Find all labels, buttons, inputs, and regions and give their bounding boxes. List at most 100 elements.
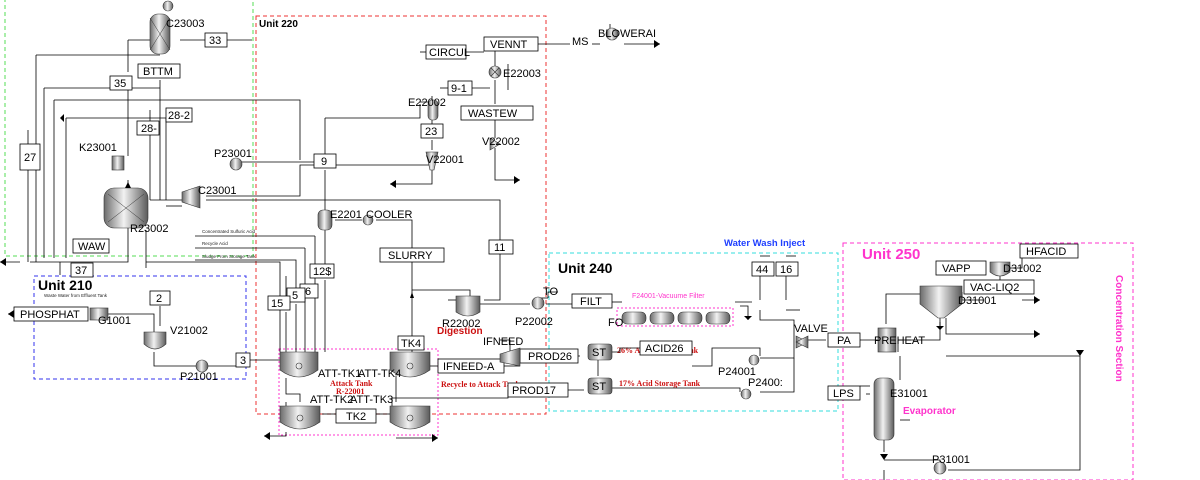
- tk2-stream[interactable]: TK2: [335, 408, 377, 424]
- r22002-label: R22002: [442, 318, 481, 330]
- unit-230-boundary: [4, 0, 254, 257]
- prod17-stream[interactable]: PROD17: [507, 382, 569, 398]
- ifneed-label: IFNEED: [483, 336, 523, 348]
- p24001-label: P24001: [718, 366, 756, 378]
- st2-tank[interactable]: [587, 377, 613, 395]
- stream-9-1[interactable]: 9-1: [447, 80, 473, 96]
- d31002-vessel[interactable]: [989, 261, 1011, 277]
- v22001-label: V22001: [426, 154, 464, 166]
- waw-stream[interactable]: WAW: [72, 238, 110, 254]
- p21001-label: P21001: [180, 371, 218, 383]
- e22003-exchanger[interactable]: [488, 65, 502, 79]
- bttm-stream[interactable]: BTTM: [137, 63, 181, 79]
- d31001-vessel[interactable]: [919, 285, 963, 319]
- hfacid-stream[interactable]: HFACID: [1019, 243, 1079, 259]
- att-tk3-label: ATT-TK3: [350, 394, 393, 406]
- k23001-label: K23001: [79, 142, 117, 154]
- unit-210-label: Unit 210: [38, 277, 93, 293]
- unit-240-label: Unit 240: [558, 260, 613, 276]
- stream-28-2-label: 28-2: [168, 110, 190, 122]
- k23001-vessel[interactable]: [111, 155, 125, 171]
- att-tk3-tank[interactable]: [389, 405, 431, 430]
- att-tk1-label: ATT-TK1: [318, 368, 361, 380]
- p31001-label: P31001: [932, 454, 970, 466]
- r22002-reactor[interactable]: [455, 295, 481, 317]
- att-tk1-tank[interactable]: [279, 351, 319, 378]
- slurry-label: SLURRY: [388, 250, 433, 262]
- slurry-stream[interactable]: SLURRY: [379, 247, 445, 263]
- p23001-label: P23001: [214, 148, 252, 160]
- p21001-pump[interactable]: [195, 359, 209, 373]
- tk4-stream[interactable]: TK4: [397, 335, 425, 351]
- tk4-label: TK4: [401, 338, 421, 350]
- stream-15[interactable]: 15: [267, 295, 291, 311]
- cooler-unit[interactable]: [362, 214, 374, 226]
- p24001-pump[interactable]: [748, 354, 760, 366]
- pa-stream[interactable]: PA: [827, 332, 861, 348]
- r23002-reactor[interactable]: [103, 187, 149, 229]
- v21002-label: V21002: [170, 325, 208, 337]
- e2201-exchanger[interactable]: [317, 209, 333, 231]
- unit-220-label: Unit 220: [259, 19, 298, 30]
- acid17-tank-label: 17% Acid Storage Tank: [619, 379, 701, 388]
- concentration-section-label: Concentration Section: [1113, 275, 1124, 382]
- stream-44[interactable]: 44: [751, 261, 775, 277]
- stream-37[interactable]: 37: [70, 262, 94, 278]
- stream-23[interactable]: 23: [420, 123, 444, 139]
- preheat-exchanger[interactable]: [877, 327, 897, 353]
- p22002-pump[interactable]: [531, 296, 545, 310]
- acid26-stream[interactable]: ACID26: [639, 340, 693, 356]
- att-tk4-tank[interactable]: [389, 351, 431, 378]
- ifneed-pump[interactable]: [499, 347, 521, 367]
- valve-unit[interactable]: [795, 335, 809, 349]
- stream-33-label: 33: [209, 35, 221, 47]
- unit-250-label: Unit 250: [862, 246, 920, 263]
- stream-35[interactable]: 35: [109, 75, 133, 91]
- sludge-label: Sludge From Storage Tank: [202, 254, 256, 259]
- cooler-label: COOLER: [366, 209, 413, 221]
- stream-28-2[interactable]: 28-2: [165, 107, 193, 123]
- v21002-vessel[interactable]: [143, 331, 167, 350]
- prod26-label: PROD26: [528, 351, 572, 363]
- stream-28[interactable]: 28-: [136, 120, 160, 136]
- v22001-valve[interactable]: [425, 151, 439, 171]
- vapp-stream[interactable]: VAPP: [935, 260, 987, 276]
- filt-stream[interactable]: FILT: [571, 293, 613, 309]
- p23001-pump[interactable]: [229, 157, 243, 171]
- att-tk2-tank[interactable]: [279, 405, 321, 430]
- stream-12s[interactable]: 12$: [309, 263, 335, 279]
- wastew-stream[interactable]: WASTEW: [460, 105, 534, 121]
- p31001-pump[interactable]: [933, 461, 947, 475]
- vapp-label: VAPP: [942, 263, 971, 275]
- stream-16[interactable]: 16: [775, 261, 799, 277]
- acid26-label: ACID26: [645, 343, 684, 355]
- vennt-stream[interactable]: VENNT: [483, 36, 539, 52]
- p24002-pump[interactable]: [740, 388, 752, 400]
- tk2-label: TK2: [346, 411, 366, 423]
- stream-9[interactable]: 9: [313, 153, 337, 169]
- g1001-unit[interactable]: [89, 307, 109, 321]
- stream-3[interactable]: 3: [235, 352, 251, 368]
- v22002-valve[interactable]: [489, 137, 501, 151]
- stream-2[interactable]: 2: [149, 290, 171, 306]
- e22002-column[interactable]: [427, 99, 439, 121]
- c23003-column[interactable]: [149, 0, 174, 55]
- prod26-stream[interactable]: PROD26: [519, 348, 579, 364]
- stream-44-label: 44: [756, 264, 768, 276]
- stream-27[interactable]: 27: [19, 143, 41, 171]
- e31001-evaporator[interactable]: [873, 377, 895, 441]
- stream-11[interactable]: 11: [488, 239, 514, 255]
- ifneed-a-stream[interactable]: IFNEED-A: [437, 358, 505, 374]
- blowerai-unit[interactable]: [605, 27, 619, 41]
- stream-5[interactable]: 5: [286, 287, 306, 303]
- phosphat-stream[interactable]: PHOSPHAT: [13, 306, 89, 322]
- stream-33[interactable]: 33: [204, 32, 228, 48]
- vacuum-filter[interactable]: [621, 311, 731, 325]
- vac-liq2-stream[interactable]: VAC-LIQ2: [963, 279, 1035, 295]
- st1-tank[interactable]: [587, 343, 613, 361]
- circul-stream[interactable]: CIRCUL: [425, 44, 470, 60]
- lps-stream[interactable]: LPS: [827, 385, 861, 401]
- filter-boundary: [616, 307, 734, 327]
- c23001-compressor[interactable]: [181, 185, 201, 209]
